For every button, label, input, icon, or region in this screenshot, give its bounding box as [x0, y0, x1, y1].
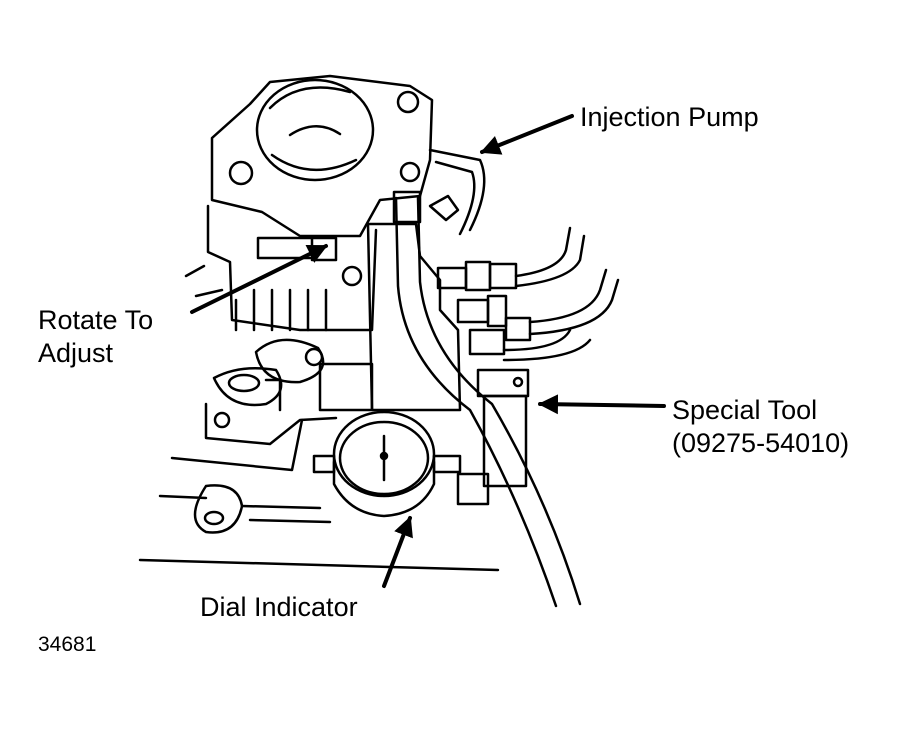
- dial-face: [332, 410, 436, 498]
- special-tool-label: Special Tool (09275-54010): [672, 394, 849, 460]
- rotate-to-adjust-line-1: Rotate To: [38, 305, 154, 335]
- rotate-to-adjust-label: Rotate To Adjust: [38, 304, 153, 370]
- pump-housing: [210, 74, 434, 238]
- injection-pump-label: Injection Pump: [580, 102, 759, 132]
- rotate-arrow: [190, 244, 328, 314]
- special-tool-line-2: (09275-54010): [672, 428, 850, 458]
- figure-number: 34681: [38, 633, 97, 656]
- rotate-to-adjust-line-2: Adjust: [38, 338, 114, 368]
- tool-arrow: [538, 394, 666, 415]
- special-tool-line-1: Special Tool: [672, 395, 818, 425]
- dial-arrow: [382, 516, 413, 588]
- pump-cover: [255, 78, 375, 182]
- dial-indicator-label: Dial Indicator: [200, 592, 358, 622]
- pump-arrow: [480, 114, 574, 155]
